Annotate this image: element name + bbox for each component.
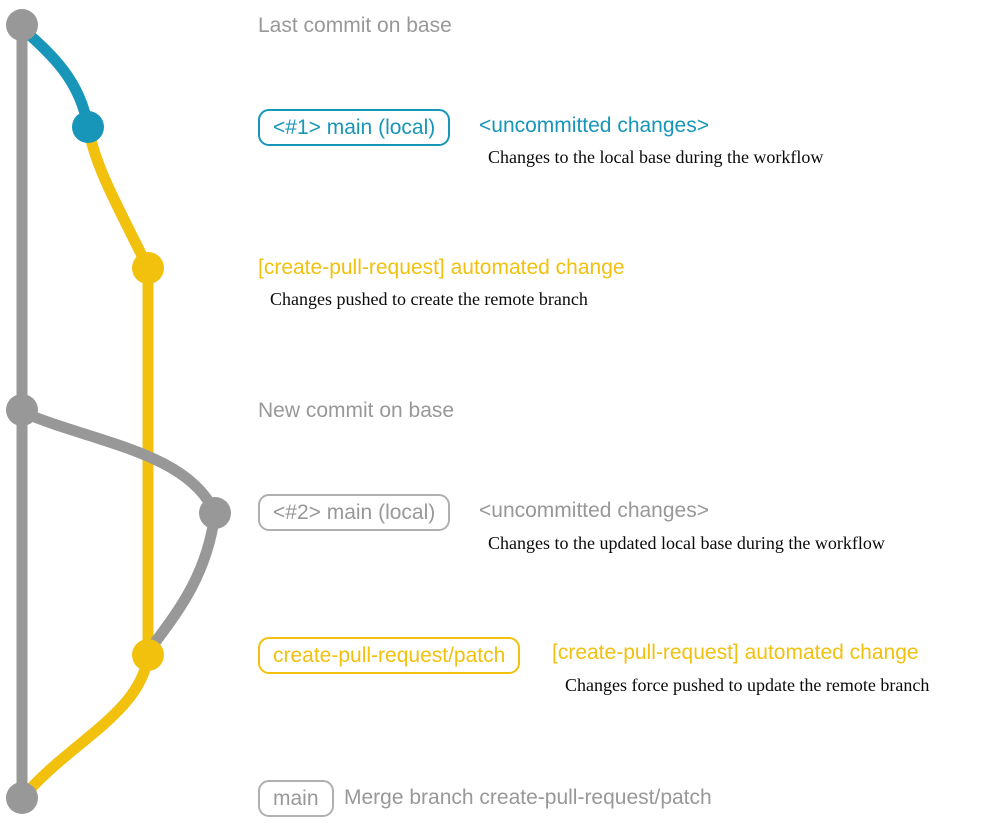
local-main-branch-line-1 <box>16 22 94 133</box>
branch-badge-patch: create-pull-request/patch <box>258 637 521 674</box>
automated-change-title-1: [create-pull-request] automated change <box>258 256 625 279</box>
local-main-branch-line-2 <box>16 406 221 519</box>
branch-badge-main: main <box>258 780 334 817</box>
branch-badge-main-local-1: <#1> main (local) <box>258 109 451 146</box>
commit-dot-force-push <box>132 639 164 671</box>
commit-dot-local-main-1 <box>72 111 104 143</box>
commit-dot-merge <box>6 782 38 814</box>
git-graph <box>6 9 231 814</box>
uncommitted-changes-desc-2: Changes to the updated local base during… <box>488 533 885 553</box>
uncommitted-changes-desc-1: Changes to the local base during the wor… <box>488 147 824 167</box>
automated-change-desc-1: Changes pushed to create the remote bran… <box>270 289 588 309</box>
automated-change-desc-2: Changes force pushed to update the remot… <box>565 675 930 695</box>
last-commit-label: Last commit on base <box>258 14 452 37</box>
merge-commit-label: Merge branch create-pull-request/patch <box>344 786 712 809</box>
rebase-line <box>142 507 221 658</box>
patch-branch-line-top <box>82 121 154 274</box>
uncommitted-changes-title-1: <uncommitted changes> <box>479 114 709 137</box>
commit-dot-new-base <box>6 394 38 426</box>
uncommitted-changes-title-2: <uncommitted changes> <box>479 499 709 522</box>
commit-dot-last-base <box>6 9 38 41</box>
commit-dot-local-main-2 <box>199 497 231 529</box>
branch-badge-main-local-2: <#2> main (local) <box>258 494 451 531</box>
new-commit-label: New commit on base <box>258 399 455 422</box>
automated-change-title-2: [create-pull-request] automated change <box>552 641 919 664</box>
patch-branch-merge-line <box>18 649 154 802</box>
commit-dot-automated-change <box>132 252 164 284</box>
